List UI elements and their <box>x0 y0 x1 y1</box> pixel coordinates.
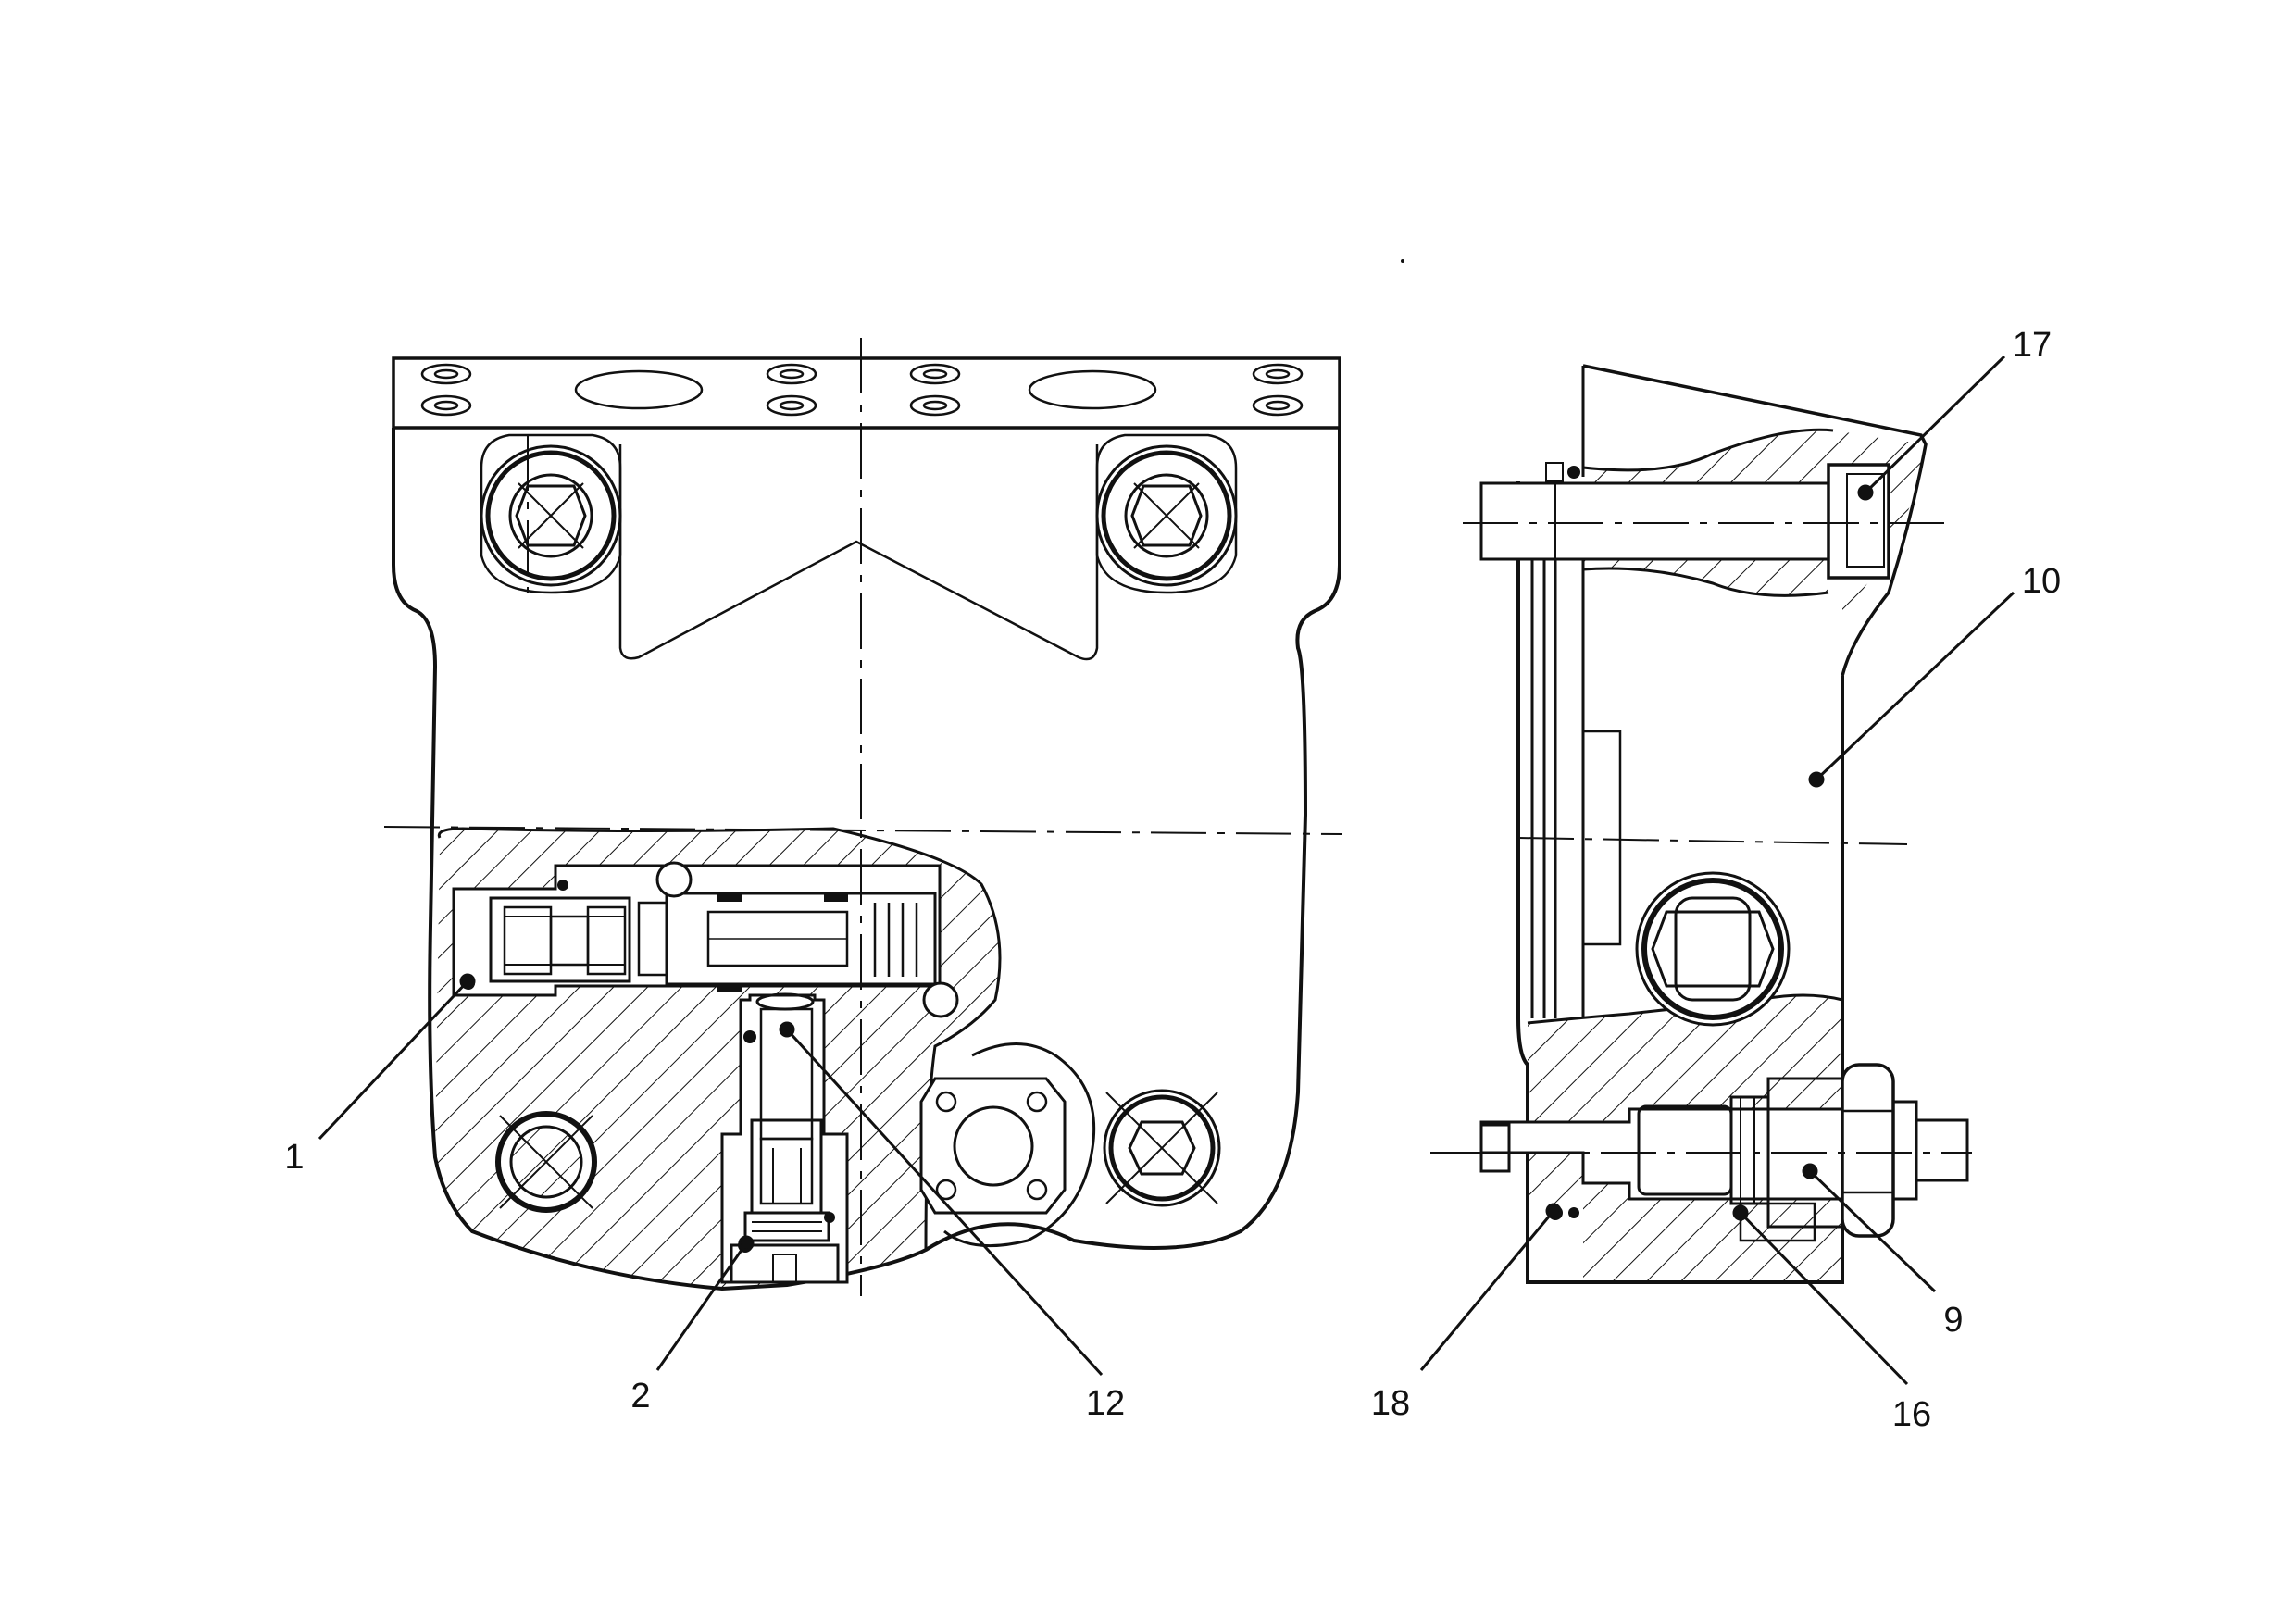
side-top-break <box>1582 428 1834 597</box>
side-top-bolt <box>1479 462 1890 580</box>
callout-12: 12 <box>1086 1384 1125 1423</box>
callout-leaders <box>318 355 2015 1386</box>
square-flange-port <box>919 1042 1096 1248</box>
center-lines-side <box>1430 522 1972 1154</box>
side-port-plug <box>1635 871 1791 1027</box>
center-lines-front <box>383 338 1343 1296</box>
side-body-outline <box>1516 481 1844 1284</box>
upper-bolt-right <box>1095 433 1238 594</box>
side-view <box>1430 364 1972 1284</box>
scan-speck <box>1401 259 1404 263</box>
relief-valve-bore <box>452 861 959 1018</box>
flange-slots <box>420 363 1304 417</box>
callout-1: 1 <box>284 1138 304 1177</box>
callout-2: 2 <box>630 1377 650 1416</box>
callout-labels: 1 2 12 17 10 9 16 18 <box>284 326 2061 1434</box>
callout-9: 9 <box>1943 1301 1963 1340</box>
callout-17: 17 <box>2013 326 2052 365</box>
front-view <box>383 338 1343 1296</box>
side-relief-cartridge <box>1479 1063 1969 1242</box>
callout-10: 10 <box>2022 562 2061 601</box>
upper-bolt-left <box>480 433 622 594</box>
section-break-front <box>437 827 1002 1251</box>
mounting-flange <box>392 356 1341 430</box>
callout-16: 16 <box>1892 1395 1931 1434</box>
lower-left-plug <box>495 1111 597 1213</box>
lower-bolt-right <box>1103 1089 1221 1207</box>
callout-18: 18 <box>1371 1384 1410 1423</box>
v-channel <box>618 444 1099 661</box>
